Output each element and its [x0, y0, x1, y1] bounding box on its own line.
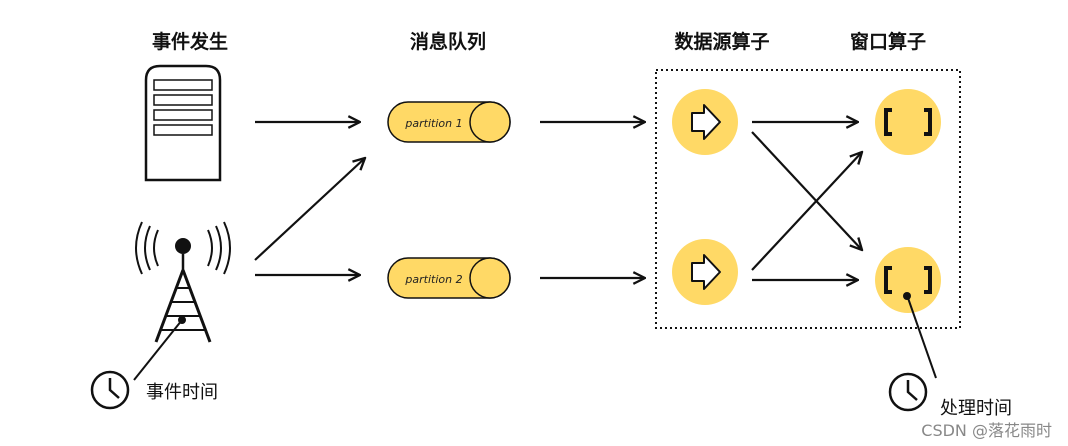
operator-group-box — [655, 69, 961, 329]
arrow-right-icon — [691, 104, 721, 140]
header-message-queue: 消息队列 — [410, 30, 486, 53]
processing-time-pointer — [907, 297, 937, 379]
partition-2-cylinder — [387, 257, 511, 299]
partition-2-label: partition 2 — [404, 273, 462, 286]
arrow-right-icon — [691, 254, 721, 290]
watermark: CSDN @落花雨时 — [921, 421, 1052, 440]
partition-1-label: partition 1 — [404, 117, 462, 130]
bracket-right-icon — [924, 108, 932, 136]
window-operator-2 — [875, 247, 941, 313]
bracket-left-icon — [884, 266, 892, 294]
partition-1-cylinder — [387, 101, 511, 143]
arrows-queue-to-sources — [540, 122, 645, 278]
window-operator-1 — [875, 89, 941, 155]
bracket-left-icon — [884, 108, 892, 136]
arrows-sources-to-windows — [751, 122, 862, 280]
clock-icon-processing-time — [888, 372, 928, 412]
bracket-right-icon — [924, 266, 932, 294]
clock-icon-event-time — [90, 370, 130, 410]
source-operator-1 — [672, 89, 738, 155]
header-window-operator: 窗口算子 — [850, 30, 926, 53]
header-event-occurs: 事件发生 — [152, 30, 228, 53]
label-processing-time: 处理时间 — [940, 398, 1012, 419]
source-operator-2 — [672, 239, 738, 305]
arrows-sources-to-queue — [254, 122, 365, 275]
label-event-time: 事件时间 — [146, 382, 218, 403]
server-icon — [144, 64, 222, 182]
header-source-operator: 数据源算子 — [674, 30, 769, 53]
antenna-tower-icon — [133, 221, 231, 381]
